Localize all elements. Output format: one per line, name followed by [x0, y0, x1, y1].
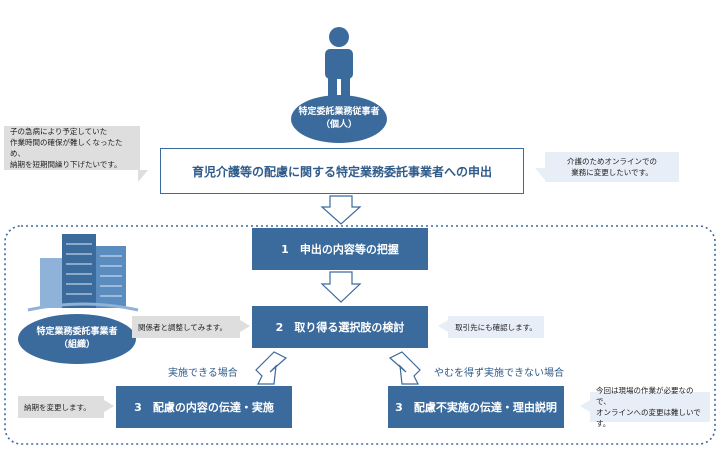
worker-label-line1: 特定委託業務従事者 — [298, 107, 380, 117]
worker-label-line2: （個人） — [320, 120, 357, 130]
arrow-down-1 — [320, 195, 362, 225]
company-label-line1: 特定業務委託事業者 — [36, 327, 118, 337]
note-client-tail — [438, 320, 448, 332]
note-deadline: 納期を変更します。 — [18, 396, 104, 418]
company-label-line2: （組織） — [58, 340, 95, 350]
application-box: 育児介護等の配慮に関する特定業務委託事業者への申出 — [160, 148, 524, 194]
note-onsite-line1: 今回は現場の作業が必要なので、 — [596, 386, 694, 406]
arrow-branch-left — [255, 351, 288, 385]
branch-label-impossible: やむを得ず実施できない場合 — [434, 368, 564, 379]
note-left-top-tail — [138, 170, 148, 182]
note-left-top-line1: 子の急病により予定していた — [10, 127, 108, 136]
note-right-top-line1: 介護のためオンラインでの — [567, 157, 657, 166]
note-onsite-line2: オンラインへの変更は難しいです。 — [596, 408, 701, 428]
arrow-branch-right — [388, 351, 421, 385]
note-onsite-tail — [580, 400, 590, 412]
step1-box: 1 申出の内容等の把握 — [252, 228, 428, 270]
branch-label-possible: 実施できる場合 — [168, 368, 238, 379]
step3b-box: 3 配慮不実施の伝達・理由説明 — [388, 386, 564, 428]
step3a-box: 3 配慮の内容の伝達・実施 — [116, 386, 292, 428]
organization-frame — [4, 225, 716, 445]
note-consult-tail — [240, 320, 250, 332]
note-client-check: 取引先にも確認します。 — [448, 316, 544, 338]
note-right-top-tail — [535, 168, 545, 180]
person-icon — [325, 27, 353, 102]
note-left-top-line2: 作業時間の確保が難しくなったため、 — [10, 138, 123, 158]
note-consult: 関係者と調整してみます。 — [132, 316, 240, 338]
building-icon — [27, 234, 139, 312]
note-right-top-line2: 業務に変更したいです。 — [571, 168, 653, 177]
note-left-top: 子の急病により予定していた 作業時間の確保が難しくなったため、 納期を短期間繰り… — [4, 126, 140, 170]
note-left-top-line3: 納期を短期間繰り下げたいです。 — [10, 160, 122, 169]
company-circle: 特定業務委託事業者 （組織） — [18, 314, 136, 364]
note-onsite: 今回は現場の作業が必要なので、 オンラインへの変更は難しいです。 — [590, 386, 710, 428]
note-deadline-tail — [104, 400, 114, 412]
worker-circle: 特定委託業務従事者 （個人） — [291, 95, 387, 143]
arrow-down-2 — [320, 271, 362, 303]
step2-box: 2 取り得る選択肢の検討 — [252, 306, 428, 348]
note-right-top: 介護のためオンラインでの 業務に変更したいです。 — [545, 152, 679, 182]
